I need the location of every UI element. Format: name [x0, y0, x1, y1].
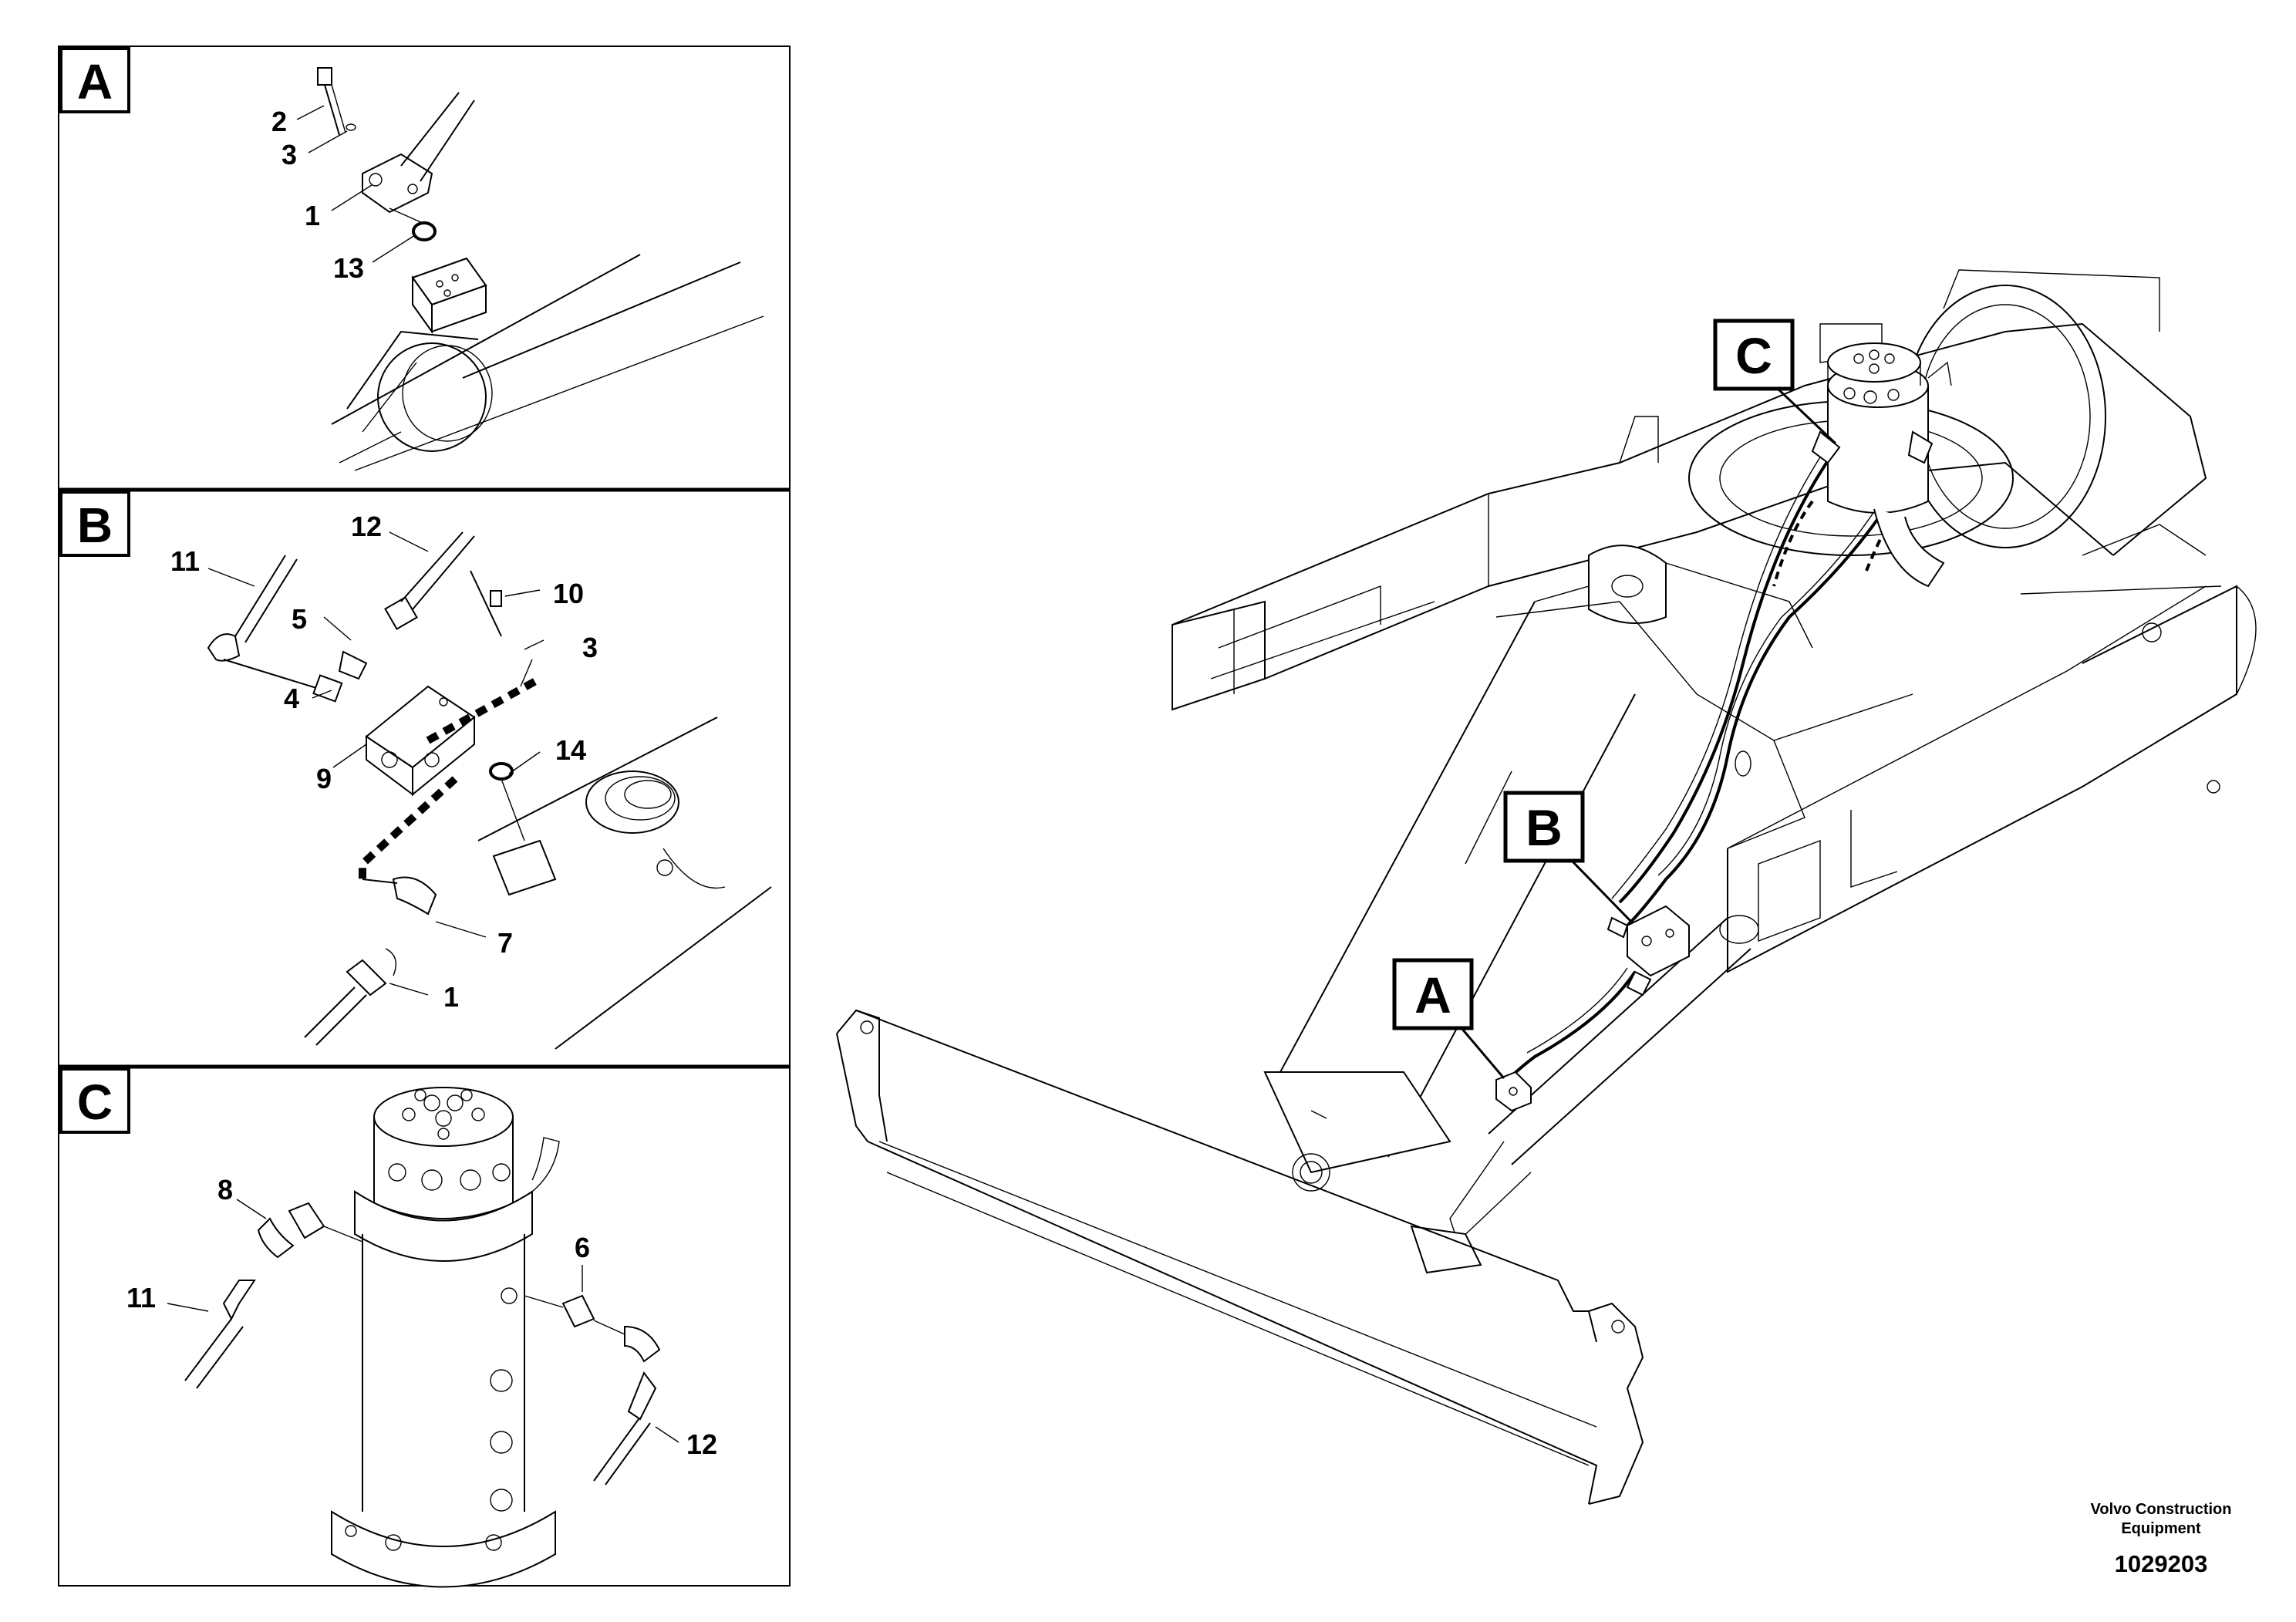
panel-c-swivel-joint — [331, 1087, 560, 1588]
undercarriage-frame — [1172, 269, 2257, 1274]
panel-b: B — [59, 491, 772, 1050]
panel-b-label-4: 10 — [553, 578, 584, 609]
machine-cylinder-fitting — [1495, 1071, 1532, 1112]
panel-a-flange — [362, 153, 437, 241]
panel-b-label-5: 3 — [582, 632, 598, 663]
panel-c-label-3: 6 — [575, 1232, 590, 1263]
panel-b-letter: B — [77, 497, 113, 553]
footer-drawing-number: 1029203 — [2115, 1550, 2208, 1577]
panel-b-label-3: 5 — [292, 603, 307, 635]
main-assembly: C B A — [836, 269, 2257, 1505]
callout-c: C — [1713, 319, 1837, 445]
panel-c-fittings — [184, 1202, 661, 1485]
panel-b-label-10: 1 — [443, 981, 459, 1013]
panel-c-letter: C — [77, 1074, 113, 1130]
panel-a: A — [59, 47, 764, 471]
panel-a-label-3: 1 — [305, 200, 320, 231]
footer-company-line1: Volvo Construction — [2091, 1501, 2232, 1518]
panel-a-letter-box: A — [59, 47, 130, 113]
panel-a-cylinder — [331, 254, 764, 471]
panel-b-label-6: 4 — [284, 683, 299, 714]
footer-company-line2: Equipment — [2121, 1520, 2201, 1537]
panel-a-label-4: 13 — [333, 252, 364, 284]
callout-b-letter: B — [1526, 799, 1563, 856]
panel-b-cylinder — [477, 717, 772, 1050]
footer: Volvo Construction Equipment 1029203 — [2091, 1501, 2232, 1577]
panel-a-bolt — [317, 67, 356, 136]
panel-b-label-9: 7 — [497, 927, 513, 959]
callout-b: B — [1503, 791, 1633, 923]
panel-b-label-8: 14 — [555, 734, 586, 766]
panel-a-mount-block — [411, 257, 487, 335]
hydraulic-hoses — [1506, 450, 1918, 1081]
machine-valve-block — [1607, 905, 1690, 996]
panel-a-label-1: 2 — [271, 106, 287, 137]
panel-c-label-2: 11 — [126, 1282, 156, 1313]
machine-swivel-joint — [1811, 342, 1952, 588]
panel-c-letter-box: C — [59, 1067, 130, 1134]
panel-a-hose — [400, 92, 475, 182]
panel-c-label-4: 12 — [686, 1428, 717, 1460]
callout-c-letter: C — [1735, 327, 1772, 384]
panel-b-valve-block — [365, 685, 476, 797]
callout-a-letter: A — [1414, 966, 1451, 1023]
panel-b-label-2: 12 — [351, 511, 382, 542]
panel-b-label-7: 9 — [316, 763, 332, 794]
panel-b-fittings — [207, 531, 542, 1046]
callout-a: A — [1392, 958, 1505, 1079]
panel-a-label-2: 3 — [282, 139, 297, 170]
panel-b-letter-box: B — [59, 491, 130, 557]
panel-c: C — [59, 1067, 717, 1588]
dozer-blade — [836, 1009, 1644, 1505]
panel-b-label-1: 11 — [170, 545, 200, 577]
panel-c-label-1: 8 — [217, 1174, 233, 1206]
panel-a-letter: A — [77, 54, 113, 110]
